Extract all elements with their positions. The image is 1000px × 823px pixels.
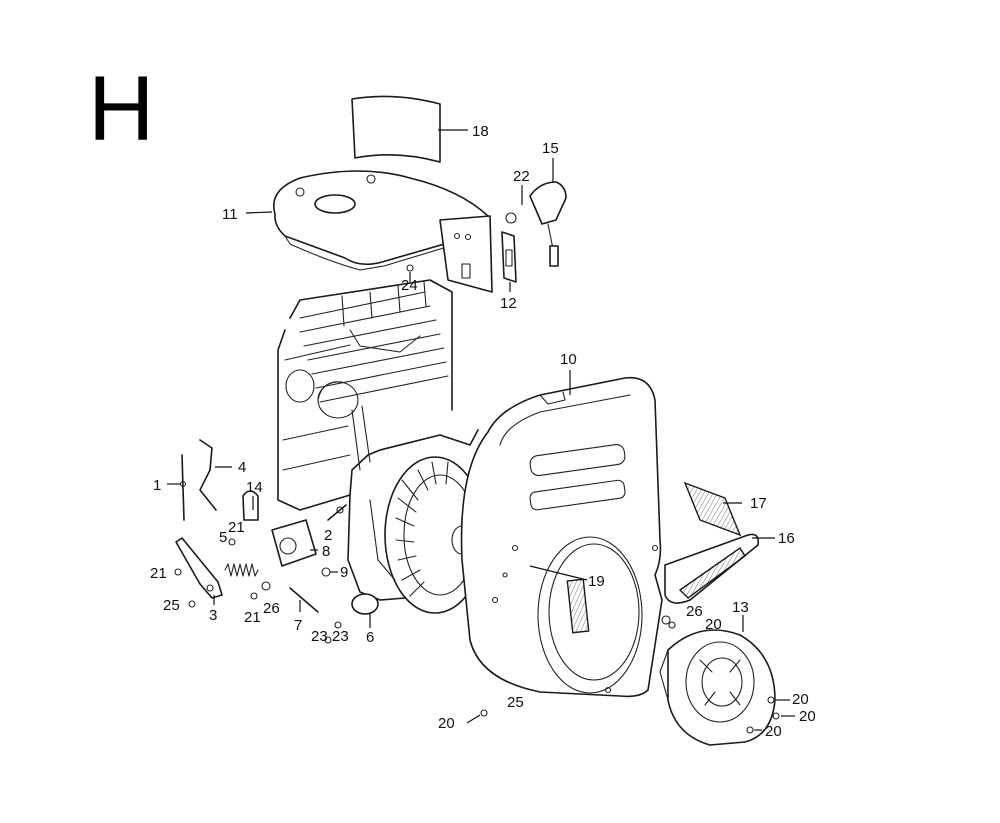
part-9-spring-washer	[321, 567, 331, 577]
part-11-cylinder-cover	[273, 170, 493, 293]
callout-20-d: 20	[799, 708, 816, 725]
part-8-bracket	[271, 519, 317, 567]
callout-25-a: 25	[163, 597, 180, 614]
callout-2: 2	[324, 527, 332, 544]
callout-21-c: 21	[244, 609, 261, 626]
callout-20-c: 20	[792, 691, 809, 708]
section-letter: H	[88, 58, 154, 160]
callout-14: 14	[246, 479, 263, 496]
leader-lines	[167, 129, 795, 731]
callout-8: 8	[322, 543, 330, 560]
callout-21-a: 21	[228, 519, 245, 536]
callout-11: 11	[222, 206, 238, 223]
part-14-clip	[242, 490, 259, 521]
small-fasteners	[174, 538, 780, 734]
part-2-screw	[327, 504, 347, 521]
callout-9: 9	[340, 564, 348, 581]
callout-26-a: 26	[263, 600, 280, 617]
callout-5: 5	[219, 529, 227, 546]
part-17-decal	[683, 481, 742, 537]
callout-26-b: 26	[686, 603, 703, 620]
part-12-gasket	[501, 231, 517, 283]
part-15-spark-plug-cap	[529, 181, 567, 267]
part-10-blower-housing	[460, 376, 663, 698]
part-3-lever	[175, 537, 223, 599]
callout-6: 6	[366, 629, 374, 646]
callout-4: 4	[238, 459, 246, 476]
part-24-screw	[406, 264, 414, 272]
callout-20-b: 20	[438, 715, 455, 732]
callout-18: 18	[472, 123, 489, 140]
callout-23-a: 23	[311, 628, 328, 645]
part-18-shield-plate	[351, 95, 441, 163]
part-4-link-wire	[199, 439, 217, 511]
callout-3: 3	[209, 607, 217, 624]
callout-23-b: 23	[332, 628, 349, 645]
callout-16: 16	[778, 530, 795, 547]
part-22-washer	[505, 212, 517, 224]
callout-20-a: 20	[705, 616, 722, 633]
callout-19: 19	[588, 573, 605, 590]
part-7-pin	[289, 587, 319, 613]
callout-20-e: 20	[765, 723, 782, 740]
part-5-spring	[224, 563, 259, 577]
callout-22: 22	[513, 168, 530, 185]
part-1-rod	[179, 454, 187, 521]
part-6-knob	[351, 593, 379, 615]
callout-25-b: 25	[507, 694, 524, 711]
engine-block	[277, 279, 479, 601]
callout-1: 1	[153, 477, 161, 494]
callout-21-b: 21	[150, 565, 167, 582]
part-13-starter-cup	[659, 629, 776, 746]
callout-17: 17	[750, 495, 767, 512]
callout-12: 12	[500, 295, 517, 312]
callout-7: 7	[294, 617, 302, 634]
part-16-guide-plate	[664, 533, 760, 604]
callout-10: 10	[560, 351, 577, 368]
callout-24: 24	[401, 277, 418, 294]
callout-13: 13	[732, 599, 749, 616]
callout-15: 15	[542, 140, 559, 157]
